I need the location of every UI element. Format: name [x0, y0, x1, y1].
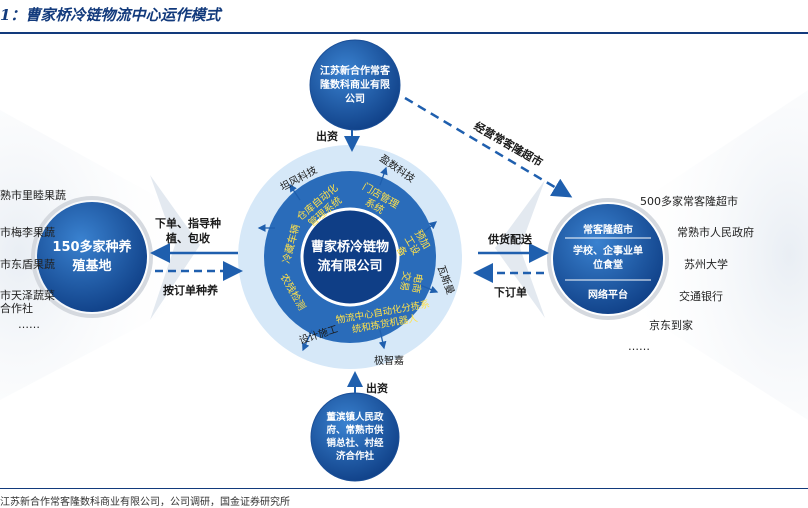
left-list-item: 合作社	[0, 302, 33, 315]
left-top-arrow-label: 下单、指导种植、包收	[155, 217, 221, 245]
right-node-platform: 网络平台	[588, 289, 628, 301]
right-node-title: 常客隆超市	[583, 224, 633, 236]
top-node-label: 江苏新合作常客隆数科商业有限公司	[320, 66, 390, 105]
right-top-arrow-label: 供货配送	[488, 233, 532, 246]
right-list-item: ……	[628, 340, 650, 353]
bottom-invest-label: 出资	[366, 382, 388, 395]
right-list-item: 交通银行	[679, 290, 723, 303]
right-list-item: 苏州大学	[684, 258, 728, 271]
right-node-circle	[553, 204, 663, 314]
right-node-ring	[547, 198, 669, 320]
right-fan	[620, 90, 808, 420]
ring-label-ecommerce: 电商交易	[397, 270, 424, 294]
left-chevron	[150, 175, 200, 320]
left-list-item: 市梅李果蔬	[0, 226, 55, 239]
outer-label-jizhi: 极智嘉	[374, 356, 404, 367]
center-circle	[300, 207, 400, 307]
top-divider	[0, 32, 808, 34]
bottom-node-label: 董滨镇人民政府、常熟市供销总社、村经济合作社	[326, 412, 384, 462]
source-note: 江苏新合作常客隆数科商业有限公司，公司调研，国金证券研究所	[0, 497, 290, 508]
right-bottom-arrow-label: 下订单	[494, 286, 527, 299]
top-node-circle	[309, 39, 401, 131]
figure-title: 1：曹家桥冷链物流中心运作模式	[0, 6, 221, 24]
right-list-item: 京东到家	[649, 319, 693, 332]
left-bottom-arrow-label: 按订单种养	[163, 284, 218, 297]
right-node-sub: 学校、企事业单位食堂	[573, 246, 643, 271]
left-list-item: 熟市里睦果蔬	[0, 189, 66, 202]
left-node-label: 150多家种养殖基地	[52, 240, 132, 274]
right-list-item: 常熟市人民政府	[677, 226, 754, 239]
left-node-circle	[37, 202, 147, 312]
left-list-item: 市东盾果蔬	[0, 258, 55, 271]
diagonal-dashed-arrow	[404, 96, 573, 198]
left-list-item: 市天泽蔬菜	[0, 289, 55, 302]
top-invest-label: 出资	[316, 130, 338, 143]
right-chevron	[495, 180, 545, 318]
center-node-label: 曹家桥冷链物流有限公司	[310, 240, 389, 274]
right-list-item: 500多家常客隆超市	[640, 195, 738, 208]
bottom-divider	[0, 488, 808, 489]
left-list-item: ……	[18, 318, 40, 331]
